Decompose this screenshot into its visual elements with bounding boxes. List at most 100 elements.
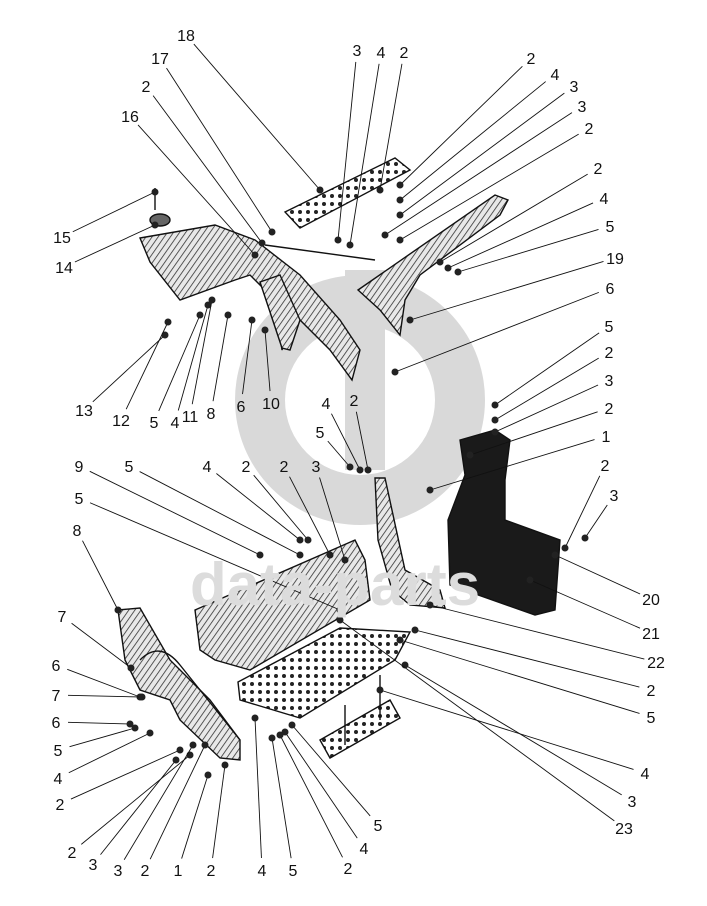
callout-label: 5 [75, 491, 84, 508]
callout-label: 2 [594, 161, 603, 178]
callout-label: 4 [54, 771, 63, 788]
right-bracket [356, 194, 509, 337]
leader-line [139, 471, 301, 556]
fastener [406, 316, 414, 324]
leader-line [331, 413, 361, 471]
fastener [164, 318, 172, 326]
fastener [396, 181, 404, 189]
leader-line [70, 749, 181, 800]
leader-line [327, 440, 351, 468]
callout-label: 1 [602, 429, 611, 446]
leader-line [92, 334, 166, 403]
callout-label: 18 [177, 28, 195, 45]
leader-line [399, 133, 579, 241]
leader-line [71, 622, 132, 669]
leader-line [564, 475, 601, 549]
leader-line [494, 332, 600, 406]
leader-line [152, 95, 263, 244]
callout-label: 5 [289, 863, 298, 880]
leader-line [80, 754, 191, 845]
leader-line [399, 81, 546, 201]
fastener [341, 556, 349, 564]
leader-line [469, 411, 598, 456]
leader-line [494, 384, 599, 433]
leader-line [439, 173, 588, 263]
fastener [551, 551, 559, 559]
callout-label: 2 [601, 458, 610, 475]
fastener [126, 720, 134, 728]
callout-label: 6 [606, 281, 615, 298]
fastener [248, 316, 256, 324]
fastener [426, 486, 434, 494]
callout-label: 2 [142, 79, 151, 96]
leader-line [279, 734, 343, 858]
fastener [186, 751, 194, 759]
callout-label: 2 [400, 45, 409, 62]
leader-line [291, 724, 371, 817]
callout-label: 4 [377, 45, 386, 62]
callout-label: 5 [125, 459, 134, 476]
callout-label: 13 [75, 403, 93, 420]
callout-label: 15 [53, 230, 71, 247]
fastener [336, 606, 344, 614]
fastener [491, 416, 499, 424]
callout-label: 19 [606, 251, 624, 268]
callout-label: 3 [353, 43, 362, 60]
callout-label: 3 [605, 373, 614, 390]
fastener [381, 231, 389, 239]
leader-line [158, 314, 201, 412]
leader-line [216, 473, 301, 541]
fastener [204, 301, 212, 309]
fastener [346, 241, 354, 249]
callout-label: 10 [262, 396, 280, 413]
fastener [224, 311, 232, 319]
leader-line [253, 474, 309, 541]
fastener [491, 428, 499, 436]
callout-label: 4 [322, 396, 331, 413]
callout-label: 8 [73, 523, 82, 540]
fastener [561, 544, 569, 552]
upper-step [283, 157, 412, 229]
callout-label: 14 [55, 260, 73, 277]
fastener [189, 741, 197, 749]
fastener [396, 236, 404, 244]
callout-label: 6 [237, 399, 246, 416]
fastener [296, 536, 304, 544]
leader-line [82, 540, 119, 611]
leader-line [271, 737, 292, 859]
callout-label: 20 [642, 592, 660, 609]
fastener [296, 551, 304, 559]
leader-line [264, 329, 271, 392]
leader-line [457, 229, 599, 273]
fastener [436, 258, 444, 266]
callout-label: 12 [112, 413, 130, 430]
panel-9 [194, 539, 371, 671]
callout-label: 16 [121, 109, 139, 126]
leader-line [149, 744, 206, 860]
fastener [196, 311, 204, 319]
fastener [146, 729, 154, 737]
leader-line [409, 261, 604, 321]
leader-line [429, 604, 645, 660]
leader-line [429, 439, 595, 491]
leader-line [212, 314, 229, 402]
callout-label: 2 [605, 345, 614, 362]
callout-label: 2 [207, 863, 216, 880]
leader-line [529, 579, 641, 629]
callout-label: 2 [647, 683, 656, 700]
fastener [161, 331, 169, 339]
leader-line [379, 689, 634, 770]
leader-line [68, 732, 151, 774]
fastener [526, 576, 534, 584]
callout-label: 6 [52, 658, 61, 675]
leader-line [69, 727, 136, 748]
leader-line [67, 721, 131, 725]
callout-label: 4 [203, 459, 212, 476]
callout-label: 5 [606, 219, 615, 236]
callout-label: 5 [150, 415, 159, 432]
leader-line [74, 224, 156, 263]
callout-label: 5 [374, 818, 383, 835]
leader-line [494, 357, 599, 421]
